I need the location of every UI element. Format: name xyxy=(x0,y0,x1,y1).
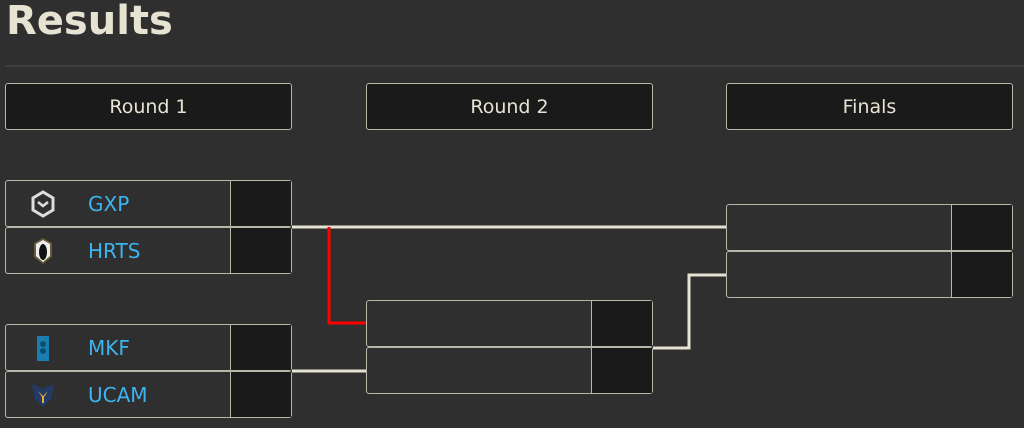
score-cell xyxy=(230,228,291,273)
round-header-2[interactable]: Round 2 xyxy=(366,83,653,130)
round-header-finals[interactable]: Finals xyxy=(726,83,1013,130)
score-cell xyxy=(951,205,1012,250)
hrts-logo-icon xyxy=(34,238,52,264)
team-name: GXP xyxy=(88,191,130,216)
team-row-gxp[interactable]: GXP xyxy=(5,180,292,227)
team-name: HRTS xyxy=(88,238,141,263)
score-cell xyxy=(591,348,652,393)
connector-r2-finals xyxy=(653,273,727,350)
round-header-1[interactable]: Round 1 xyxy=(5,83,292,130)
team-name: UCAM xyxy=(88,382,148,407)
finals-slot-1[interactable] xyxy=(726,204,1013,251)
score-cell xyxy=(230,325,291,370)
team-name: MKF xyxy=(88,335,130,360)
team-row-hrts[interactable]: HRTS xyxy=(5,227,292,274)
connector-highlight-r1m1-r2 xyxy=(327,227,367,325)
round2-slot-1[interactable] xyxy=(366,300,653,347)
round2-slot-2[interactable] xyxy=(366,347,653,394)
team-row-ucam[interactable]: UCAM xyxy=(5,371,292,418)
ucam-logo-icon xyxy=(32,384,54,407)
gxp-logo-icon xyxy=(31,190,55,218)
divider xyxy=(5,65,1024,67)
team-row-mkf[interactable]: MKF xyxy=(5,324,292,371)
score-cell xyxy=(591,301,652,346)
score-cell xyxy=(951,252,1012,297)
score-cell xyxy=(230,181,291,226)
finals-slot-2[interactable] xyxy=(726,251,1013,298)
score-cell xyxy=(230,372,291,417)
page-title: Results xyxy=(6,0,173,44)
mkf-logo-icon xyxy=(37,336,49,361)
